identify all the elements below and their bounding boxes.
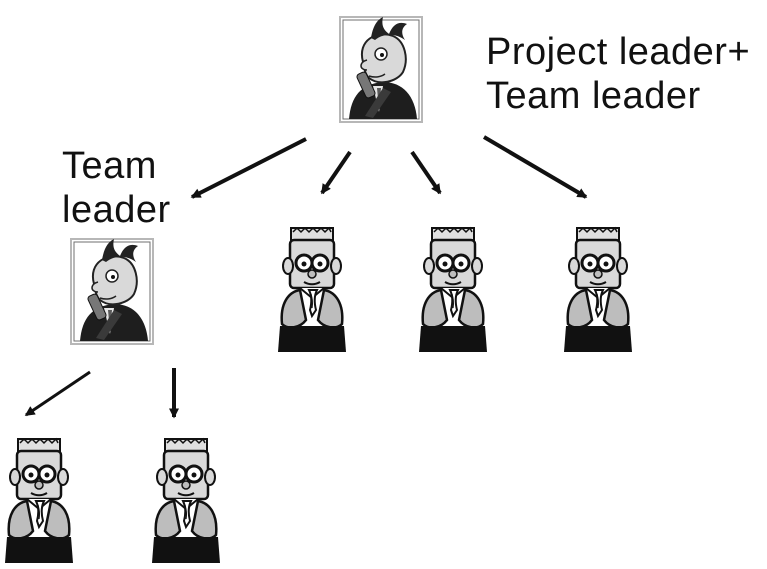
worker-5-engineer-icon [150,437,222,563]
project-leader-label-line2: Team leader [486,75,701,117]
team-leader-label-line1: Team [62,145,157,187]
worker-4-engineer-icon [3,437,75,563]
project-leader-label-line1: Project leader+ [486,31,751,73]
project-leader-boss-icon [339,16,423,123]
arrow-to-worker-3 [482,135,588,199]
arrow-to-team-leader [190,137,307,199]
team-leader-label: Team leader [62,144,171,232]
arrow-to-worker-4 [24,370,91,417]
arrow-to-worker-2 [410,150,442,195]
arrow-to-worker-1 [320,150,352,195]
project-leader-label: Project leader+ Team leader [486,30,750,118]
worker-2-engineer-icon [417,226,489,352]
team-leader-boss-icon [70,238,154,345]
team-leader-label-line2: leader [62,189,171,231]
worker-3-engineer-icon [562,226,634,352]
worker-1-engineer-icon [276,226,348,352]
